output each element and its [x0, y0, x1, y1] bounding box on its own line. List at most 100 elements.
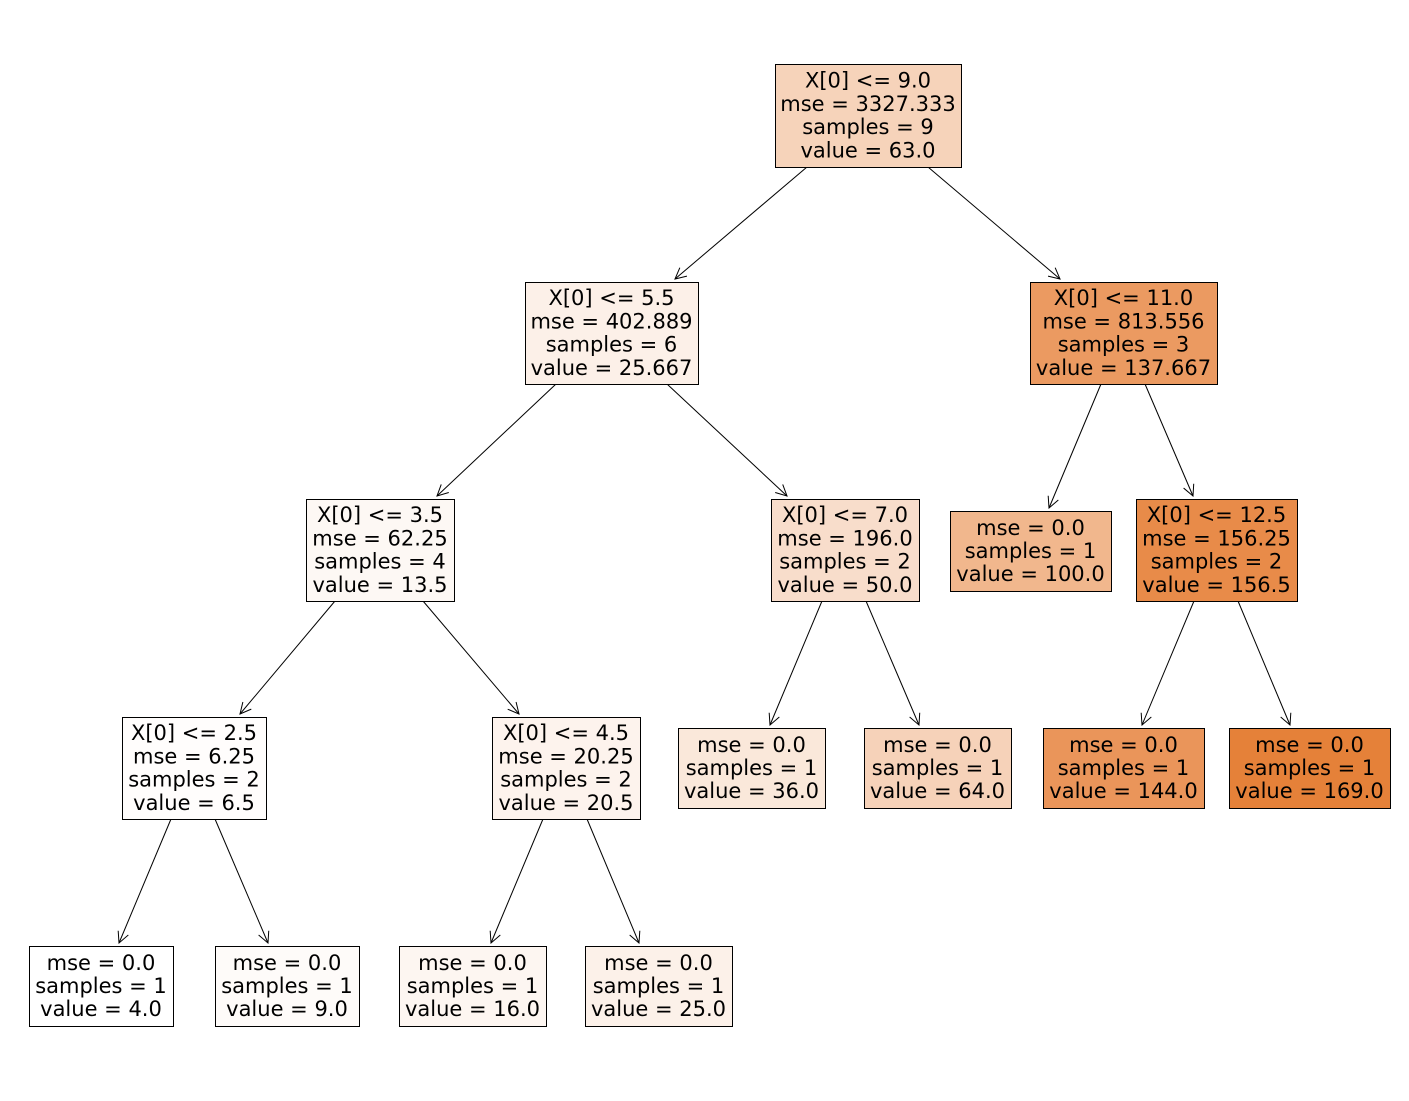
- node-label-line: samples = 1: [686, 756, 818, 780]
- node-label-line: samples = 2: [500, 768, 632, 792]
- node-label-line: mse = 20.25: [498, 744, 633, 768]
- edge-2-5: [1047, 383, 1102, 510]
- node-label-line: X[0] <= 3.5: [317, 503, 443, 527]
- node-label-line: samples = 1: [1244, 756, 1376, 780]
- edge-line: [1048, 383, 1102, 509]
- node-box: [1030, 282, 1218, 385]
- arrow-head-icon: [507, 701, 520, 715]
- node-box: [1136, 499, 1298, 602]
- node-label-line: value = 13.5: [312, 573, 447, 597]
- node-label-line: samples = 3: [1058, 333, 1190, 357]
- node-label-line: value = 156.5: [1142, 573, 1290, 597]
- node-box: [771, 499, 920, 602]
- node-label-line: samples = 9: [802, 115, 934, 139]
- node-box: [306, 499, 455, 602]
- node-label-line: mse = 813.556: [1042, 309, 1204, 333]
- arrow-head-icon: [1183, 483, 1195, 498]
- edge-line: [865, 600, 920, 726]
- node-label-line: value = 9.0: [226, 997, 348, 1021]
- edge-line: [674, 166, 808, 280]
- node-label-line: value = 100.0: [956, 562, 1104, 586]
- edge-8-15: [489, 818, 544, 945]
- edge-3-8: [422, 600, 520, 715]
- node-label-line: value = 50.0: [777, 573, 912, 597]
- arrow-head-icon: [674, 267, 688, 280]
- node-label-line: mse = 402.889: [530, 309, 692, 333]
- edge-line: [1141, 600, 1195, 726]
- edge-2-6: [1144, 383, 1195, 498]
- edge-4-10: [865, 600, 921, 727]
- node-box: [1229, 728, 1391, 809]
- edge-line: [1237, 600, 1291, 726]
- edge-1-4: [666, 383, 788, 497]
- node-label-line: samples = 1: [593, 974, 725, 998]
- arrow-head-icon: [117, 930, 129, 945]
- node-box: [775, 64, 962, 168]
- node-label-line: samples = 2: [128, 768, 260, 792]
- edge-line: [422, 600, 520, 715]
- arrow-head-icon: [436, 484, 449, 497]
- edge-8-16: [586, 818, 641, 945]
- node-box: [525, 282, 699, 385]
- node-label-line: value = 4.0: [40, 997, 162, 1021]
- node-label-line: X[0] <= 11.0: [1054, 286, 1193, 310]
- node-label-line: mse = 3327.333: [780, 92, 955, 116]
- node-label-line: samples = 1: [872, 756, 1004, 780]
- node-label-line: value = 25.0: [591, 997, 726, 1021]
- arrow-head-icon: [258, 930, 270, 945]
- node-label-line: X[0] <= 12.5: [1147, 503, 1286, 527]
- node-label-line: samples = 1: [1058, 756, 1190, 780]
- edge-line: [586, 818, 640, 944]
- edge-6-12: [1237, 600, 1292, 727]
- node-label-line: value = 137.667: [1036, 356, 1211, 380]
- arrow-head-icon: [489, 930, 501, 945]
- node-label-line: samples = 2: [779, 550, 911, 574]
- node-label-line: mse = 0.0: [418, 951, 527, 975]
- arrow-head-icon: [775, 484, 788, 497]
- node-label-line: samples = 2: [1151, 550, 1283, 574]
- node-label-line: mse = 196.0: [777, 526, 912, 550]
- edge-4-9: [768, 600, 823, 727]
- edge-7-14: [214, 818, 270, 945]
- node-box: [1043, 728, 1205, 809]
- edge-line: [436, 383, 557, 497]
- edges-layer: [117, 166, 1292, 945]
- edge-3-7: [239, 600, 336, 715]
- node-box: [678, 728, 826, 809]
- node-label-line: X[0] <= 4.5: [503, 721, 629, 745]
- node-box: [492, 717, 641, 820]
- node-label-line: X[0] <= 5.5: [548, 286, 674, 310]
- node-box: [864, 728, 1012, 809]
- node-label-line: X[0] <= 7.0: [782, 503, 908, 527]
- arrow-head-icon: [1047, 495, 1059, 510]
- node-label-line: mse = 0.0: [1069, 733, 1178, 757]
- edge-line: [214, 818, 269, 944]
- edge-0-1: [674, 166, 808, 280]
- node-label-line: value = 16.0: [405, 997, 540, 1021]
- node-label-line: X[0] <= 2.5: [131, 721, 257, 745]
- arrow-head-icon: [909, 712, 921, 727]
- node-box: [950, 511, 1112, 592]
- node-label-line: samples = 1: [965, 539, 1097, 563]
- node-label-line: samples = 1: [35, 974, 167, 998]
- node-label-line: mse = 0.0: [47, 951, 156, 975]
- node-label-line: value = 25.667: [531, 356, 693, 380]
- node-label-line: mse = 0.0: [883, 733, 992, 757]
- arrow-head-icon: [1280, 712, 1292, 727]
- node-box: [29, 946, 174, 1027]
- node-label-line: mse = 62.25: [312, 526, 447, 550]
